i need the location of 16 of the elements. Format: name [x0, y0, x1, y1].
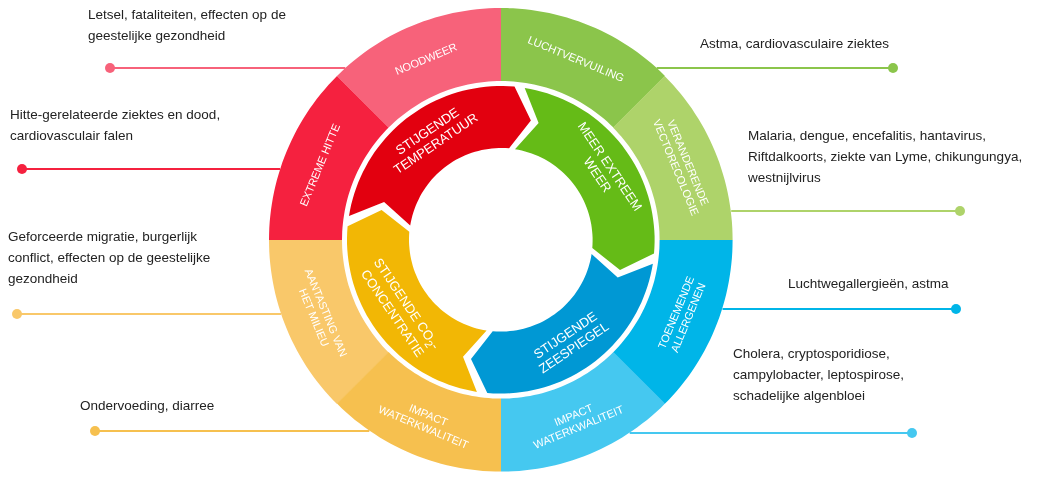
leader-line: [655, 63, 898, 73]
effect-text: Geforceerde migratie, burgerlijk conflict, effecten op de geestelijke gezondheid: [8, 228, 212, 288]
leader-line: [730, 206, 965, 216]
effect-text: Ondervoeding, diarree: [80, 397, 216, 415]
leader-line: [90, 426, 371, 436]
leader-line: [628, 428, 917, 438]
leader-line: [721, 304, 961, 314]
effect-text: Hitte-gerelateerde ziektes en dood, cardiovasculair falen: [10, 106, 222, 145]
leader-line: [12, 309, 283, 319]
leader-line: [17, 164, 282, 174]
effect-text: Luchtwegallergieën, astma: [788, 275, 950, 293]
effect-text: Malaria, dengue, encefalitis, hantavirus, Riftdalkoorts, ziekte van Lyme, chikungungya, westnijlvirus: [748, 127, 1024, 187]
effect-text: Letsel, fataliteiten, effecten op de geestelijke gezondheid: [88, 6, 287, 45]
effect-text: Astma, cardiovasculaire ziektes: [700, 35, 891, 53]
leader-line: [105, 63, 347, 73]
effect-text: Cholera, cryptosporidiose, campylobacter, leptospirose, schadelijke algenbloei: [733, 345, 906, 405]
